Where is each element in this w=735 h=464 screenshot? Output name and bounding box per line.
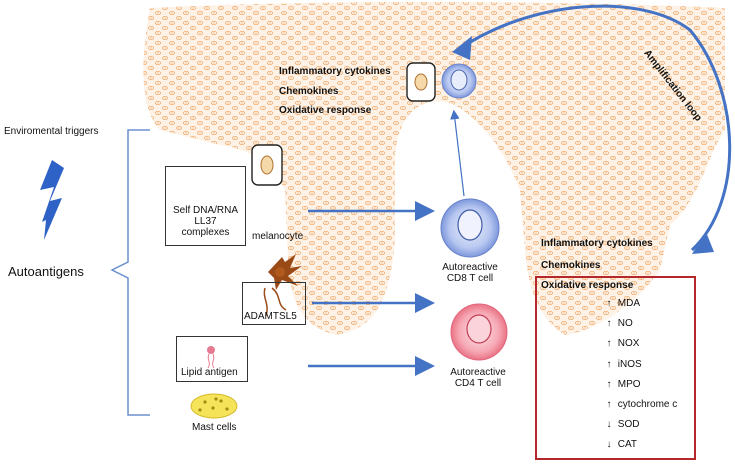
oxidative-marker-name: iNOS [617, 358, 642, 370]
arrow-up-icon: ↑ [606, 358, 612, 370]
autoantigens-label: Autoantigens [8, 264, 84, 279]
amplification-loop-head-bottom [692, 232, 714, 254]
arrow-up-icon: ↑ [606, 298, 612, 309]
oxidative-marker-name: NO [617, 318, 633, 330]
self-dna-rna-line-1: Self DNA/RNA [172, 205, 238, 216]
amplification-loop-head-top [452, 36, 472, 60]
right-response-2: Chemokines [541, 260, 601, 271]
mast-cells-label: Mast cells [192, 422, 237, 433]
arrow-up-icon: ↑ [606, 378, 612, 390]
arrow-up-icon: ↑ [606, 338, 612, 350]
cd4-caption: Autoreactive CD4 T cell [438, 367, 518, 389]
adamtsl5-icon [263, 287, 287, 317]
autoantigen-bracket [110, 129, 150, 416]
top-response-2: Chemokines [279, 86, 339, 97]
arrow-up-icon: ↑ [606, 318, 612, 330]
epidermis-tissue [143, 2, 725, 335]
oxidative-marker: ↑ MPO [603, 379, 641, 390]
self-dna-rna-caption: Self DNA/RNA LL37 complexes [165, 205, 246, 238]
arrow-cd8-to-top [450, 109, 465, 197]
cd8-caption: Autoreactive CD8 T cell [430, 262, 510, 284]
oxidative-marker-name: MPO [617, 378, 641, 390]
oxidative-marker: ↑ cytochrome c [603, 399, 678, 410]
oxidative-marker: ↑ NOX [603, 338, 640, 350]
adamtsl5-label: ADAMTSL5 [244, 311, 297, 322]
self-dna-rna-box [165, 166, 246, 246]
oxidative-marker-name: NOX [617, 338, 640, 350]
adamtsl5-box [242, 282, 306, 325]
right-response-3: Oxidative response [541, 280, 634, 291]
oxidative-marker-name: SOD [617, 419, 640, 431]
arrow-up-icon: ↑ [606, 399, 612, 410]
self-dna-rna-line-2: LL37 [194, 216, 217, 227]
lipid-antigen-label: Lipid antigen [181, 367, 238, 378]
lipid-antigen-box [176, 336, 248, 382]
oxidative-marker-name: MDA [617, 298, 641, 309]
cd4-line-2: CD4 T cell [454, 378, 502, 389]
amplification-loop-arrow [457, 4, 732, 252]
arrow-down-icon: ↓ [606, 439, 612, 451]
environmental-triggers-label: Enviromental triggers [4, 126, 99, 137]
arrow-down-icon: ↓ [606, 419, 612, 431]
top-response-3: Oxidative response [279, 105, 372, 116]
melanocyte-icon [268, 254, 302, 290]
cd8-line-1: Autoreactive [442, 262, 498, 273]
cd8-line-2: CD8 T cell [446, 273, 494, 284]
right-response-1: Inflammatory cytokines [541, 238, 653, 249]
oxidative-marker-name: CAT [617, 439, 638, 451]
oxidative-marker: ↑ MDA [603, 298, 641, 309]
self-dna-rna-line-3: complexes [181, 227, 230, 238]
oxidative-marker-name: cytochrome c [617, 399, 678, 410]
mast-cell-icon [190, 393, 238, 419]
lipid-antigen-icon [207, 346, 215, 369]
lightning-icon [40, 160, 64, 240]
oxidative-marker: ↑ iNOS [603, 359, 642, 370]
oxidative-marker: ↓ SOD [603, 419, 640, 431]
melanocyte-label: melanocyte [252, 231, 304, 242]
top-response-1: Inflammatory cytokines [279, 66, 391, 77]
oxidative-response-box [535, 276, 696, 460]
cd4-line-1: Autoreactive [450, 367, 506, 378]
oxidative-marker: ↑ NO [603, 318, 633, 329]
oxidative-marker: ↓ CAT [603, 439, 638, 451]
